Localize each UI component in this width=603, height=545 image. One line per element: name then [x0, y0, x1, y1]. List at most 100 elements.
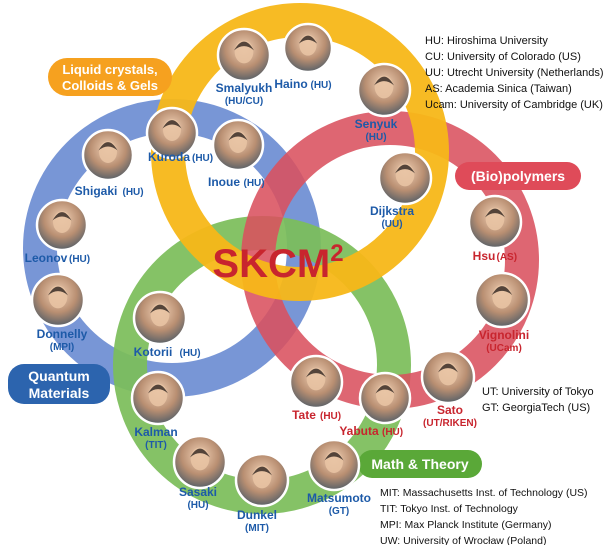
person-inoue: Inoue (HU) — [208, 118, 265, 189]
person-affiliation: (HU) — [244, 178, 265, 189]
person-affiliation: (HU) — [311, 80, 332, 91]
person-donnelly: Donnelly(MPI) — [30, 272, 88, 353]
person-haino: Haino (HU) — [274, 22, 334, 91]
person-affiliation: (UT/RIKEN) — [423, 418, 477, 429]
person-vignolini: Vignolini(UCam) — [473, 271, 531, 354]
badge-quantum-materials: Quantum Materials — [8, 364, 110, 404]
person-name: Senyuk — [355, 117, 398, 131]
badge-math-theory: Math & Theory — [358, 450, 482, 478]
person-name: Tate — [292, 408, 316, 422]
person-affiliation: (MPI) — [50, 342, 74, 353]
person-name: Smalyukh — [216, 81, 273, 95]
person-affiliation: (HU) — [320, 411, 341, 422]
person-tate: Tate (HU) — [288, 354, 344, 422]
person-affiliation: (UU) — [381, 219, 402, 230]
person-sato: Sato(UT/RIKEN) — [420, 349, 477, 429]
person-name: Dunkel — [237, 508, 277, 522]
portrait-hair — [52, 212, 72, 221]
person-name: Matsumoto — [307, 491, 371, 505]
person-name: Kuroda — [148, 150, 190, 164]
legend-top: HU: Hiroshima University CU: University … — [425, 35, 603, 111]
person-affiliation: (HU) — [187, 500, 208, 511]
portrait-hair — [374, 76, 394, 86]
person-shigaki: Shigaki (HU) — [75, 128, 144, 198]
person-name: Sato — [437, 403, 463, 417]
portrait-hair — [150, 304, 170, 314]
person-kalman: Kalman(TIT) — [130, 370, 186, 451]
person-affiliation: (HU) — [192, 153, 213, 164]
person-hsu: Hsu(AS) — [467, 194, 523, 263]
legend-middle: UT: University of Tokyo GT: GeorgiaTech … — [482, 386, 594, 414]
person-name: Vignolini — [479, 328, 529, 342]
legend-bottom-line: TIT: Tokyo Inst. of Technology — [380, 503, 519, 515]
portrait-hair — [190, 448, 210, 458]
person-affiliation: (UCam) — [486, 343, 522, 354]
title-superscript: 2 — [330, 240, 343, 267]
person-affiliation: (HU/CU) — [225, 96, 263, 107]
portrait-hair — [228, 132, 248, 141]
portrait-hair — [252, 466, 272, 476]
legend-bottom-line: MIT: Massachusetts Inst. of Technology (… — [380, 487, 588, 499]
person-name: Leonov — [25, 251, 68, 265]
person-name: Haino — [274, 77, 307, 91]
legend-top-line: HU: Hiroshima University — [425, 35, 548, 47]
badge-biopolymers: (Bio)polymers — [455, 162, 581, 190]
person-leonov: Leonov(HU) — [25, 198, 90, 265]
portrait-hair — [395, 164, 415, 174]
legend-bottom-line: UW: University of Wrocław (Poland) — [380, 535, 547, 545]
person-sasaki: Sasaki(HU) — [172, 434, 228, 511]
person-name: Shigaki — [75, 184, 118, 198]
portrait-hair — [48, 286, 68, 296]
person-affiliation: (HU) — [180, 348, 201, 359]
badge-liquid-crystals: Liquid crystals, Colloids & Gels — [48, 58, 172, 96]
person-name: Hsu — [473, 249, 496, 263]
badge-quantum-line-2: Materials — [29, 385, 90, 401]
portrait-hair — [148, 384, 168, 394]
person-affiliation: (HU) — [69, 254, 90, 265]
portrait-hair — [491, 286, 513, 296]
person-name: Kotorii — [134, 345, 173, 359]
person-dijkstra: Dijkstra(UU) — [370, 150, 433, 230]
legend-middle-line: UT: University of Tokyo — [482, 386, 594, 398]
person-affiliation: (HU) — [382, 427, 403, 438]
person-kuroda: Kuroda(HU) — [145, 106, 213, 164]
legend-top-line: UU: Utrecht University (Netherlands) — [425, 67, 603, 79]
badge-math-label: Math & Theory — [371, 456, 468, 472]
person-smalyukh: Smalyukh(HU/CU) — [216, 27, 273, 107]
person-affiliation: (MIT) — [245, 523, 269, 534]
person-senyuk: Senyuk(HU) — [355, 62, 412, 143]
person-matsumoto: Matsumoto(GT) — [307, 438, 371, 517]
person-name: Inoue — [208, 175, 240, 189]
portrait-hair — [234, 41, 254, 51]
badge-liquid-line-1: Liquid crystals, — [62, 62, 157, 77]
person-affiliation: (TIT) — [145, 440, 167, 451]
portrait-hair — [485, 208, 505, 218]
portrait-hair — [306, 368, 326, 378]
portrait-hair — [162, 120, 182, 129]
legend-top-line: CU: University of Colorado (US) — [425, 51, 581, 63]
legend-top-line: Ucam: University of Cambridge (UK) — [425, 99, 603, 111]
portrait-hair — [324, 452, 344, 461]
person-name: Kalman — [134, 425, 177, 439]
person-name: Yabuta — [339, 424, 379, 438]
portrait-hair — [438, 363, 458, 373]
person-affiliation: (GT) — [329, 506, 350, 517]
badge-quantum-line-1: Quantum — [28, 368, 89, 384]
legend-middle-line: GT: GeorgiaTech (US) — [482, 402, 590, 414]
badge-polymers-label: (Bio)polymers — [471, 168, 565, 184]
legend-bottom-line: MPI: Max Planck Institute (Germany) — [380, 519, 552, 531]
person-dunkel: Dunkel(MIT) — [234, 452, 290, 534]
person-kotorii: Kotorii (HU) — [132, 290, 201, 359]
person-yabuta: Yabuta(HU) — [339, 371, 412, 438]
person-name: Sasaki — [179, 485, 217, 499]
person-name: Dijkstra — [370, 204, 414, 218]
portrait-hair — [298, 35, 318, 44]
center-title: SKCM2 — [212, 240, 343, 286]
person-affiliation: (HU) — [123, 187, 144, 198]
person-affiliation: (HU) — [365, 132, 386, 143]
legend-top-line: AS: Academia Sinica (Taiwan) — [425, 83, 572, 95]
badge-liquid-line-2: Colloids & Gels — [62, 78, 158, 93]
people: Smalyukh(HU/CU)Haino(HU)Senyuk(HU)Dijkst… — [25, 22, 531, 534]
person-name: Donnelly — [37, 327, 88, 341]
